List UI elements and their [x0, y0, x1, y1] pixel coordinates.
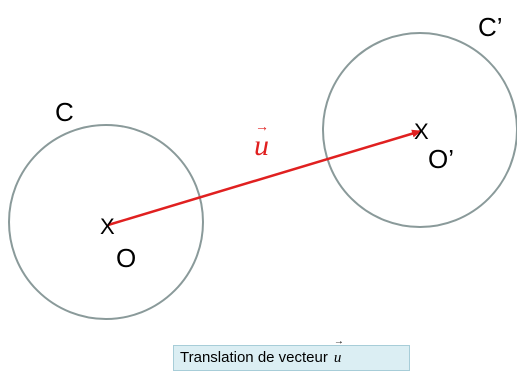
- caption-vector-letter: u: [333, 350, 342, 366]
- circle-c-prime-label: C’: [478, 12, 503, 42]
- circle-c: [8, 124, 204, 320]
- vector-u-label: u: [254, 129, 269, 162]
- caption-vector-arrow: →: [333, 336, 344, 347]
- circle-c-prime: [322, 32, 517, 228]
- center-o-prime-mark: X: [414, 119, 429, 144]
- circle-c-label: C: [55, 97, 74, 127]
- translation-vector-arrow: [107, 129, 422, 227]
- caption-vector-symbol: →u: [333, 337, 344, 370]
- center-o-mark: X: [100, 214, 115, 239]
- vector-u-arrow: →: [255, 120, 269, 135]
- caption-text: Translation de vecteur: [180, 349, 328, 366]
- center-o-label: O: [116, 243, 136, 273]
- center-o-prime-label: O’: [428, 144, 454, 174]
- caption-box: Translation de vecteur→u: [173, 337, 410, 371]
